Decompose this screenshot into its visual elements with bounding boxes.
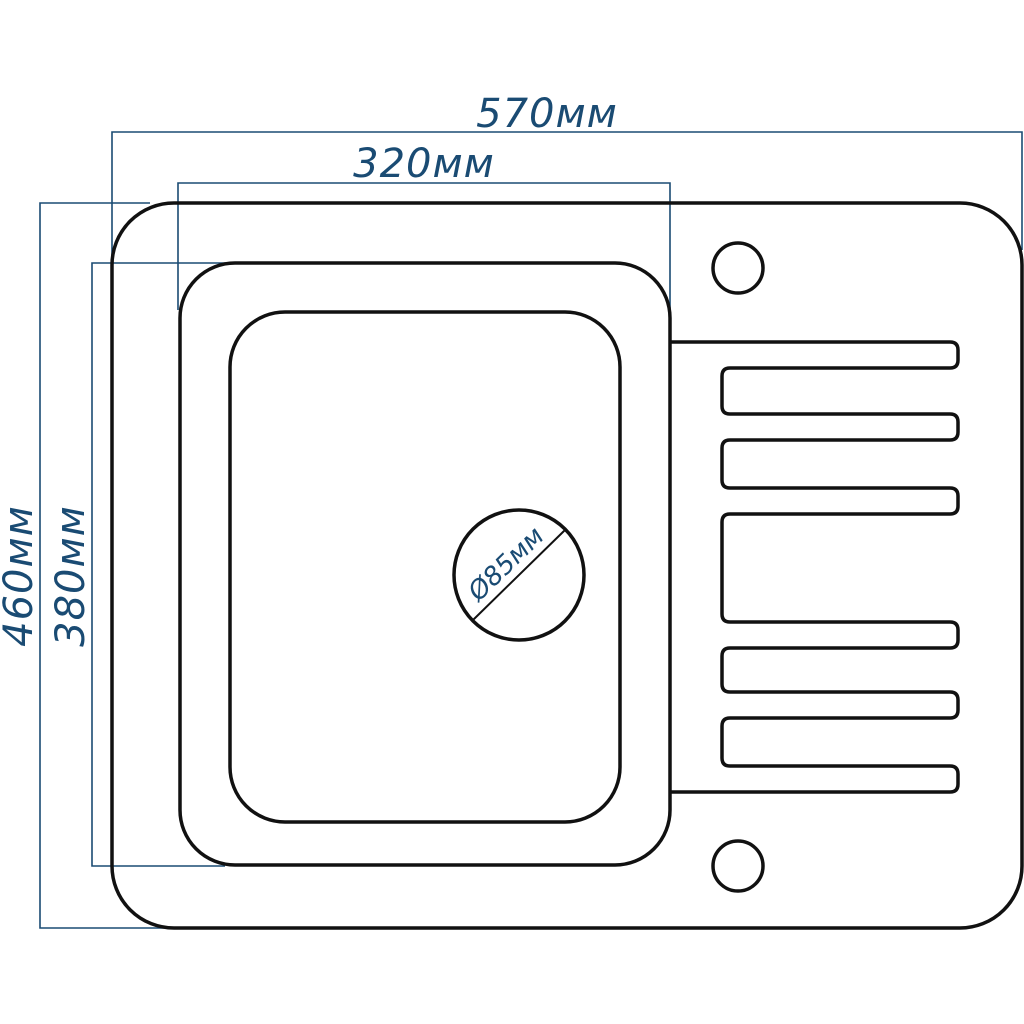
label-drain-diameter: Ø85мм [462, 521, 550, 608]
drain-circle [452, 508, 586, 642]
dim-line-overall-width [111, 131, 1023, 262]
dim-line-overall-height [39, 202, 165, 929]
dim-line-bowl-height [91, 262, 232, 867]
tap-hole-top [711, 241, 765, 295]
bowl-inner [228, 310, 622, 824]
label-overall-width: 570мм [476, 91, 618, 137]
label-overall-height: 460мм [0, 505, 42, 647]
sink-outline [110, 201, 1024, 930]
dim-line-bowl-width [177, 182, 671, 330]
dimension-labels: 570мм 320мм 460мм 380мм Ø85мм [0, 91, 618, 647]
bowl-rim [178, 261, 672, 867]
label-bowl-height: 380мм [48, 505, 94, 647]
label-bowl-width: 320мм [353, 141, 495, 187]
drain-diameter-line [472, 529, 566, 621]
sink-body [110, 201, 1024, 930]
dimension-lines [39, 131, 1023, 929]
tap-hole-bottom [711, 839, 765, 893]
drainboard-grooves [670, 340, 960, 794]
